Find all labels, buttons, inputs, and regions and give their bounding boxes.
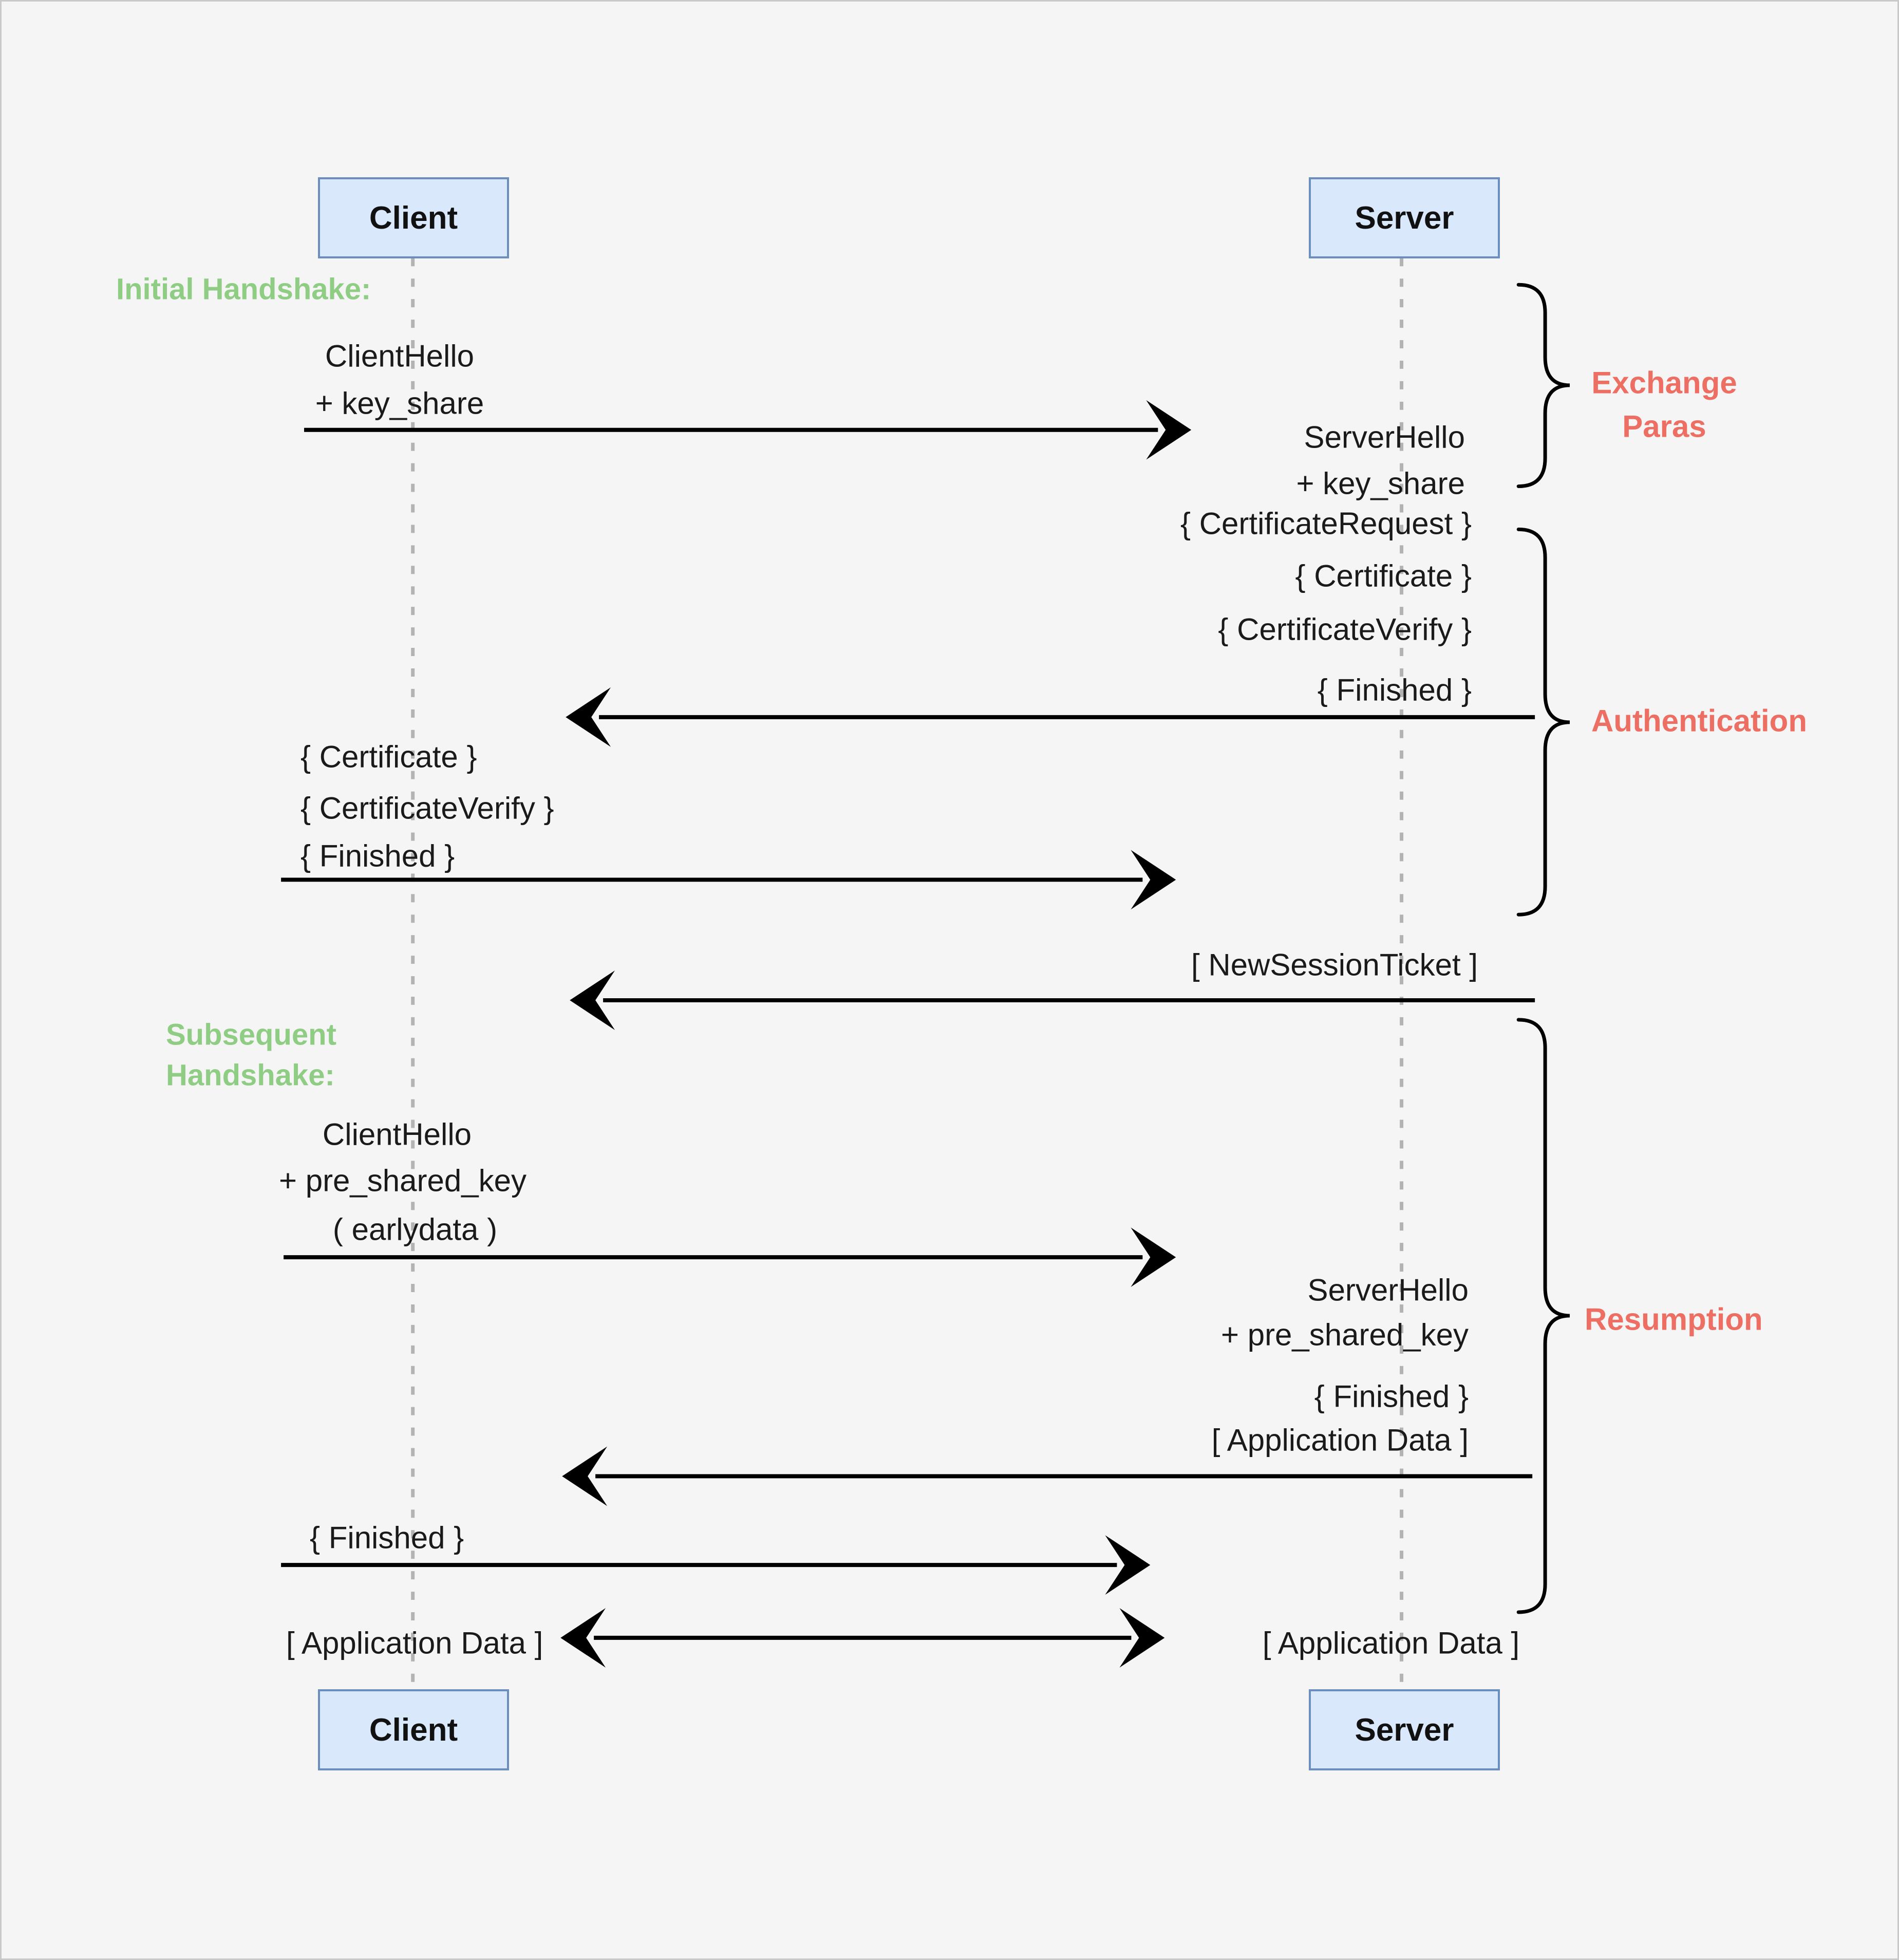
message-certificate-server: { Certificate } [1295, 558, 1472, 593]
brace-resumption [1516, 1018, 1570, 1614]
message-app-data-server-resumption: [ Application Data ] [1211, 1423, 1469, 1458]
message-app-data-server: [ Application Data ] [1262, 1626, 1520, 1660]
message-certificate-client: { Certificate } [300, 739, 477, 774]
message-finished-server-initial: { Finished } [1317, 673, 1472, 707]
message-certificate-verify-client: { CertificateVerify } [300, 791, 554, 826]
arrow-server-resumption-messages [562, 1446, 1533, 1506]
phase-exchange-line1: Exchange [1591, 365, 1737, 400]
arrow-client-hello-resumption [284, 1227, 1176, 1287]
message-finished-server-resumption: { Finished } [1314, 1379, 1469, 1414]
arrow-server-auth-messages [566, 687, 1535, 747]
message-client-hello-resumption: ClientHello [322, 1117, 472, 1152]
section-initial-handshake: Initial Handshake: [116, 272, 371, 306]
message-finished-client-initial: { Finished } [300, 838, 455, 873]
actor-server-top: Server [1309, 177, 1500, 258]
message-server-hello-resumption: ServerHello [1307, 1273, 1469, 1308]
arrow-client-hello-initial [304, 400, 1192, 460]
message-key-share-server: + key_share [1296, 466, 1465, 501]
arrow-client-finished-resumption [281, 1535, 1151, 1595]
message-early-data: ( earlydata ) [332, 1212, 498, 1247]
message-certificate-verify-server: { CertificateVerify } [1218, 612, 1472, 647]
message-server-hello-initial: ServerHello [1304, 420, 1465, 455]
phase-authentication: Authentication [1591, 703, 1807, 738]
message-certificate-request: { CertificateRequest } [1180, 506, 1472, 541]
actor-server-bottom: Server [1309, 1689, 1500, 1770]
message-key-share-client: + key_share [315, 386, 484, 421]
message-app-data-client: [ Application Data ] [286, 1626, 543, 1660]
phase-resumption: Resumption [1585, 1302, 1763, 1337]
phase-exchange-line2: Paras [1622, 409, 1706, 444]
brace-authentication [1516, 527, 1570, 917]
message-pre-shared-key-server: + pre_shared_key [1221, 1317, 1469, 1352]
arrow-new-session-ticket [570, 970, 1535, 1030]
message-finished-client-resumption: { Finished } [310, 1520, 464, 1555]
actor-client-top: Client [318, 177, 509, 258]
arrow-application-data [560, 1608, 1165, 1668]
message-client-hello-initial: ClientHello [325, 339, 475, 374]
message-pre-shared-key-client: + pre_shared_key [279, 1163, 527, 1198]
arrow-client-auth-messages [281, 850, 1176, 910]
section-subsequent-line2: Handshake: [166, 1058, 335, 1092]
brace-exchange-paras [1516, 283, 1570, 489]
actor-client-bottom: Client [318, 1689, 509, 1770]
section-subsequent-line1: Subsequent [166, 1018, 336, 1052]
message-new-session-ticket: [ NewSessionTicket ] [1191, 947, 1478, 982]
